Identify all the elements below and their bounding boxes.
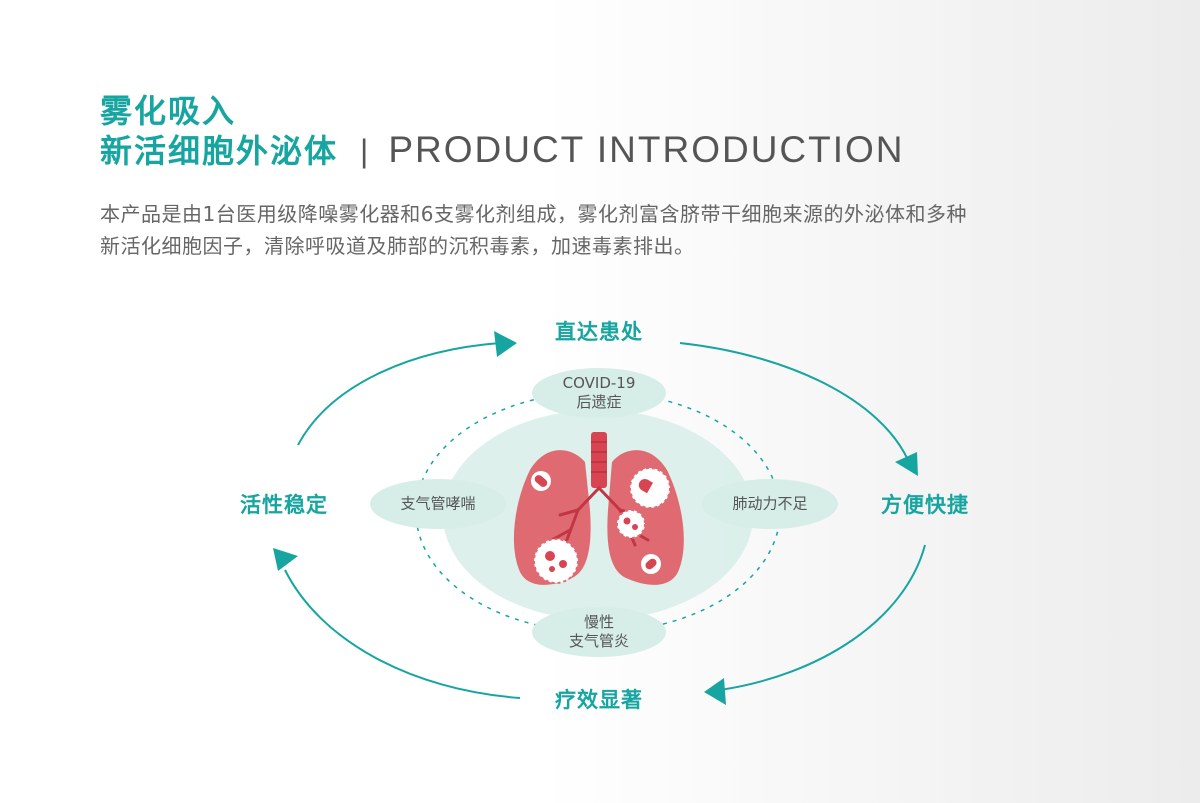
condition-covid-line-1: COVID-19 xyxy=(562,374,636,392)
cycle-label-top: 直达患处 xyxy=(555,320,643,344)
intro-line-1: 本产品是由1台医用级降噪雾化器和6支雾化剂组成，雾化剂富含脐带干细胞来源的外泌体… xyxy=(100,202,967,226)
virus-icon xyxy=(533,538,579,584)
pill-covid xyxy=(532,368,666,418)
pill-bronchitis xyxy=(532,607,666,657)
cycle-arcs xyxy=(284,342,926,699)
cycle-label-bottom: 疗效显著 xyxy=(555,688,643,712)
arrowhead-right xyxy=(895,452,918,476)
condition-covid-line-2: 后遗症 xyxy=(576,393,622,411)
arc-bottom-to-left xyxy=(284,569,521,699)
pill-asthma xyxy=(370,479,506,529)
title-english: PRODUCT INTRODUCTION xyxy=(388,129,905,170)
pill-capsule-icon xyxy=(629,467,671,509)
condition-bronchitis: 慢性 支气管炎 xyxy=(569,613,629,651)
arrowhead-top xyxy=(494,331,517,357)
arc-left-to-top xyxy=(297,342,501,446)
small-capsule-icon xyxy=(641,554,661,574)
lungs-icon xyxy=(513,432,684,585)
condition-bronchitis-line-1: 慢性 xyxy=(583,613,615,631)
cycle-arrowheads xyxy=(273,331,918,705)
cycle-label-right: 方便快捷 xyxy=(881,493,969,517)
arc-right-to-bottom xyxy=(719,544,926,691)
pill-lung-weak xyxy=(702,479,838,529)
title-line-2: 新活细胞外泌体 | PRODUCT INTRODUCTION xyxy=(100,126,905,172)
title-product-name: 新活细胞外泌体 xyxy=(100,132,339,170)
condition-covid: COVID-19 后遗症 xyxy=(563,374,636,412)
condition-lung-weak: 肺动力不足 xyxy=(732,494,808,513)
arrowhead-left xyxy=(273,548,298,571)
title-separator: | xyxy=(360,133,371,169)
intro-line-2: 新活化细胞因子，清除呼吸道及肺部的沉积毒素，加速毒素排出。 xyxy=(100,234,695,258)
small-pill-icon xyxy=(531,471,551,491)
bacteria-icon xyxy=(616,509,646,539)
arc-top-to-right xyxy=(679,342,909,461)
condition-bronchitis-line-2: 支气管炎 xyxy=(568,632,630,650)
arrowhead-bottom xyxy=(704,678,726,705)
title-line-1: 雾化吸入 xyxy=(100,92,237,130)
trachea xyxy=(591,432,607,488)
intro-paragraph: 本产品是由1台医用级降噪雾化器和6支雾化剂组成，雾化剂富含脐带干细胞来源的外泌体… xyxy=(100,198,1110,262)
trachea-rings xyxy=(591,441,607,473)
condition-asthma: 支气管哮喘 xyxy=(400,494,476,513)
cycle-label-left: 活性稳定 xyxy=(240,493,328,517)
